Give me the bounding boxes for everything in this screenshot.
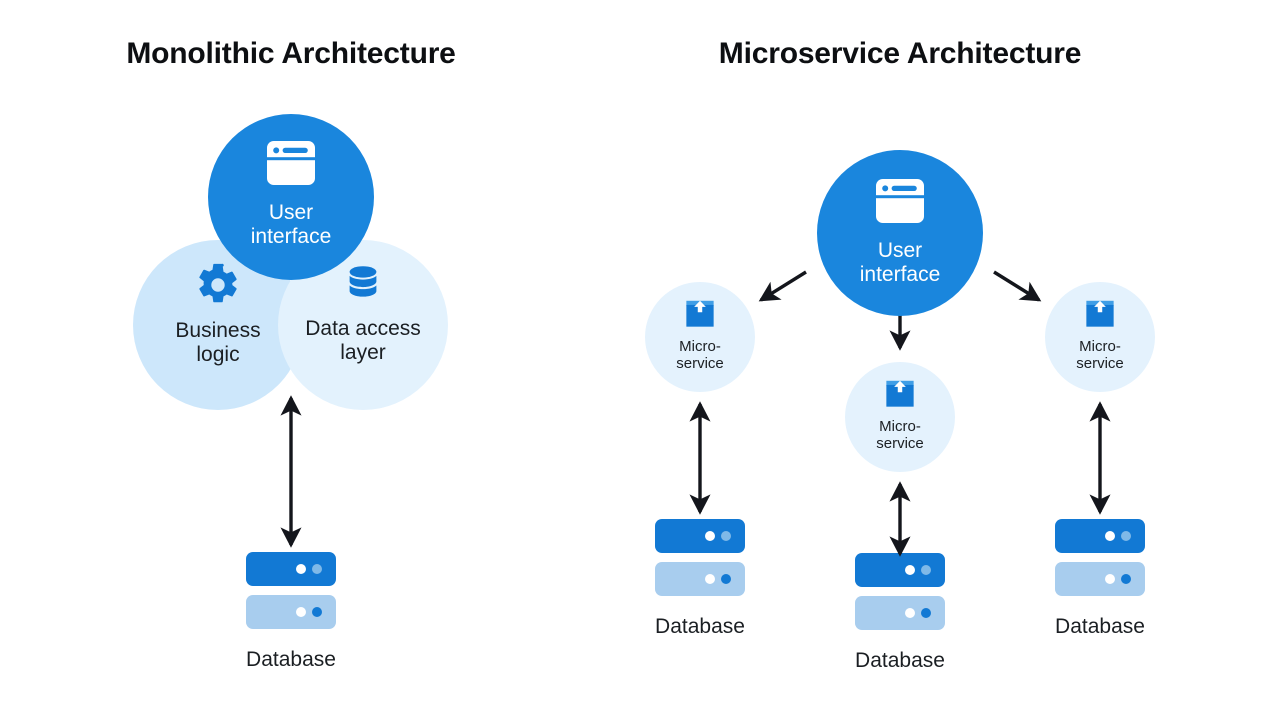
database-microservice-left[interactable]: Database [655,519,745,639]
node-microservice-left[interactable]: Micro- service [645,282,755,392]
server-leds-bottom [296,607,322,617]
node-microservice-right[interactable]: Micro- service [1045,282,1155,392]
package-box-icon [683,298,717,335]
server-leds-bottom [905,608,931,618]
server-leds-top [296,564,322,574]
database-caption-microservice-left: Database [655,615,745,638]
server-leds-top [905,565,931,575]
database-microservice-right[interactable]: Database [1055,519,1145,639]
node-user-interface-microservice[interactable]: User interface [817,150,983,316]
server-leds-bottom [1105,574,1131,584]
server-rack-icon-bottom [655,562,745,596]
node-label-microservice-center: Micro- service [876,418,924,452]
database-caption-microservice-center: Database [855,649,945,672]
server-leds-top [1105,531,1131,541]
browser-window-icon [874,176,926,231]
gear-icon [195,262,241,313]
node-microservice-center[interactable]: Micro- service [845,362,955,472]
database-caption-microservice-right: Database [1055,615,1145,638]
server-rack-icon-top [855,553,945,587]
database-caption-monolithic: Database [246,648,336,671]
server-leds-bottom [705,574,731,584]
node-label-user-interface-monolithic: User interface [250,201,332,248]
server-rack-icon-bottom [246,595,336,629]
connector-ui-to-microservice-right [993,270,1042,302]
node-label-microservice-right: Micro- service [1076,338,1124,372]
package-box-icon [1083,298,1117,335]
server-rack-icon-top [655,519,745,553]
package-box-icon [883,378,917,415]
node-label-business-logic: Business logic [175,319,261,366]
server-rack-icon-bottom [855,596,945,630]
server-leds-top [705,531,731,541]
node-label-microservice-left: Micro- service [676,338,724,372]
node-label-user-interface-microservice: User interface [859,239,941,286]
database-microservice-center[interactable]: Database [855,553,945,673]
database-cylinder-icon [341,262,385,311]
page-title-monolithic: Monolithic Architecture [126,37,456,70]
page-title-microservice: Microservice Architecture [718,37,1082,70]
node-user-interface-monolithic[interactable]: User interface [208,114,374,280]
server-rack-icon-top [246,552,336,586]
server-rack-icon-bottom [1055,562,1145,596]
connector-ui-to-microservice-left [758,270,807,302]
browser-window-icon [265,138,317,193]
node-label-data-access-layer: Data access layer [305,317,421,364]
server-rack-icon-top [1055,519,1145,553]
database-monolithic[interactable]: Database [246,552,336,672]
